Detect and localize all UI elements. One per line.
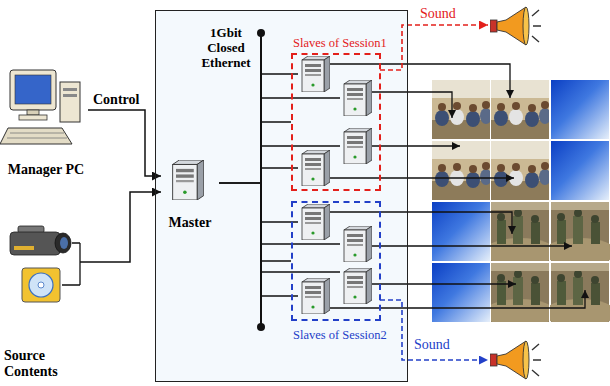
bus-end	[257, 323, 265, 331]
sound-link	[380, 300, 488, 360]
network-box: 1Gbit Closed EthernetMasterSlaves of Ses…	[155, 10, 408, 382]
session-group: Slaves of Session1	[291, 53, 381, 191]
group-label: Slaves of Session2	[293, 328, 387, 343]
ethernet-bus	[261, 33, 340, 327]
connector-label: Control	[92, 91, 140, 108]
speaker-icon	[490, 341, 541, 379]
label-holder: Control	[92, 90, 140, 108]
master-node: Master	[161, 159, 219, 231]
source-icons	[10, 226, 84, 302]
servers	[173, 56, 372, 314]
video-wall	[430, 78, 610, 327]
connector	[84, 192, 161, 262]
speaker-icon	[490, 7, 541, 45]
network-ground	[155, 10, 408, 382]
sound-label: Sound	[414, 336, 450, 353]
sound-label: Sound	[420, 5, 456, 22]
node-label: Master	[169, 214, 212, 232]
connector	[219, 183, 291, 261]
group-label: Slaves of Session1	[293, 36, 387, 51]
node-label: Manager PC	[8, 161, 84, 179]
connector	[88, 110, 161, 176]
node-label: Source Contents	[4, 348, 76, 380]
display-links	[330, 64, 585, 308]
sound-link	[380, 25, 488, 70]
session-group: Slaves of Session2	[291, 201, 381, 321]
bus-end	[257, 29, 265, 37]
connector	[219, 122, 291, 183]
computer-icon	[0, 70, 80, 144]
source-node: Source Contents	[4, 225, 84, 380]
label-holder: Sound	[414, 335, 450, 353]
computer-node: Manager PC	[4, 68, 88, 178]
network-label: 1Gbit Closed Ethernet	[198, 25, 254, 70]
label-holder: Sound	[420, 4, 456, 22]
